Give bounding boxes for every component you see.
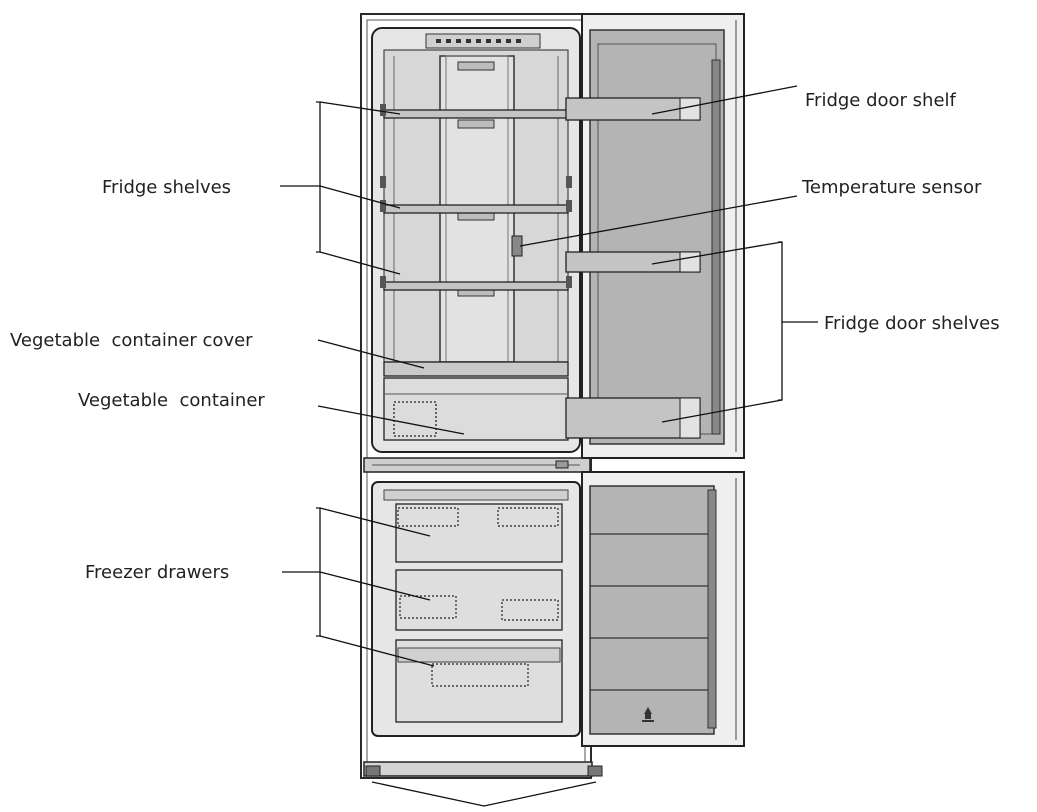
fridge-shelf-3 — [383, 281, 569, 291]
labels: Fridge door shelf Fridge shelves Tempera… — [10, 90, 1000, 583]
label-vegetable-container-cover: Vegetable container cover — [10, 330, 253, 351]
leader-feet — [371, 781, 597, 807]
label-temperature-sensor: Temperature sensor — [801, 177, 982, 198]
leader-freezer-drawer-3 — [319, 635, 435, 667]
fridge-door-shelf-1 — [565, 97, 701, 121]
leader-freezer-drawer-2 — [319, 571, 431, 601]
freezer-drawer-2 — [395, 569, 563, 631]
fridge-door-shelf-3 — [565, 397, 701, 439]
label-fridge-door-shelf: Fridge door shelf — [805, 90, 957, 111]
leader-lines — [280, 85, 818, 807]
vegetable-container-cover — [383, 361, 569, 377]
leader-fridge-shelf-2 — [319, 185, 401, 209]
label-vegetable-container: Vegetable container — [78, 390, 265, 411]
vegetable-container — [383, 377, 569, 441]
control-panel — [425, 33, 541, 49]
snowflake-icon — [642, 707, 654, 722]
fridge-door-shelf-2 — [565, 251, 701, 273]
leader-fridge-door-shelf-3 — [661, 399, 783, 423]
leader-freezer-drawer-1 — [319, 507, 431, 537]
foot-right — [587, 765, 603, 777]
freezer-drawer-3 — [395, 639, 563, 723]
leader-fridge-shelf-3 — [319, 251, 401, 275]
leader-vegetable-container-cover — [317, 339, 425, 369]
fridge-shelf-1 — [383, 109, 569, 119]
label-fridge-door-shelves: Fridge door shelves — [824, 313, 1000, 334]
leader-temperature-sensor — [519, 195, 798, 247]
vegetable-container-handle — [393, 401, 437, 437]
leader-fridge-door-shelf-2 — [651, 241, 783, 265]
leader-vegetable-container — [317, 405, 465, 435]
bracket-fridge-shelves — [316, 101, 321, 253]
leader-fridge-shelf-1 — [319, 101, 401, 115]
label-freezer-drawers: Freezer drawers — [85, 562, 229, 583]
fridge-shelf-2 — [383, 204, 569, 214]
label-fridge-shelves: Fridge shelves — [102, 177, 231, 198]
foot-left — [365, 765, 381, 777]
bracket-fridge-door-shelves — [778, 241, 783, 401]
cabinet-base — [363, 761, 593, 777]
leader-fridge-door-shelf — [651, 85, 798, 115]
refrigerator-illustration — [360, 13, 745, 779]
freezer-drawer-1 — [395, 503, 563, 563]
